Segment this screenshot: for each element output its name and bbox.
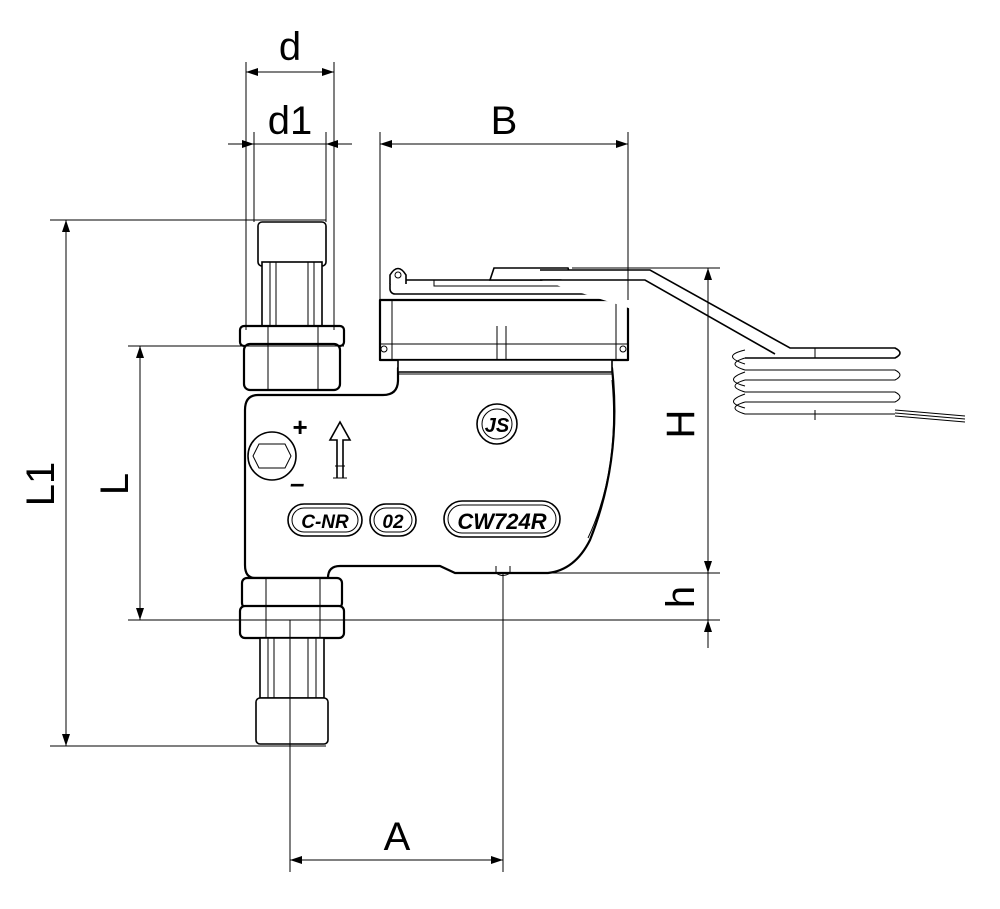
logo-text: JS — [485, 415, 510, 437]
pulse-cable — [540, 269, 966, 423]
plus-sign: + — [292, 412, 307, 442]
material-marking: CW724R — [457, 509, 546, 534]
dim-label-d: d — [279, 25, 301, 69]
register-head — [378, 267, 630, 373]
upper-connection — [238, 221, 346, 392]
dim-label-L1: L1 — [19, 462, 63, 507]
dim-label-h: h — [659, 586, 703, 608]
dim-label-B: B — [491, 99, 518, 143]
lower-connection — [238, 576, 346, 745]
dim-label-A: A — [384, 815, 411, 859]
dim-label-d1: d1 — [268, 99, 313, 143]
class-marking: 02 — [382, 512, 404, 533]
minus-sign: – — [290, 468, 304, 498]
dim-label-L: L — [93, 473, 137, 495]
certification-marking: C-NR — [301, 512, 349, 533]
dim-label-H: H — [659, 410, 703, 439]
front-markings — [247, 403, 561, 538]
extension-lines — [50, 62, 720, 872]
